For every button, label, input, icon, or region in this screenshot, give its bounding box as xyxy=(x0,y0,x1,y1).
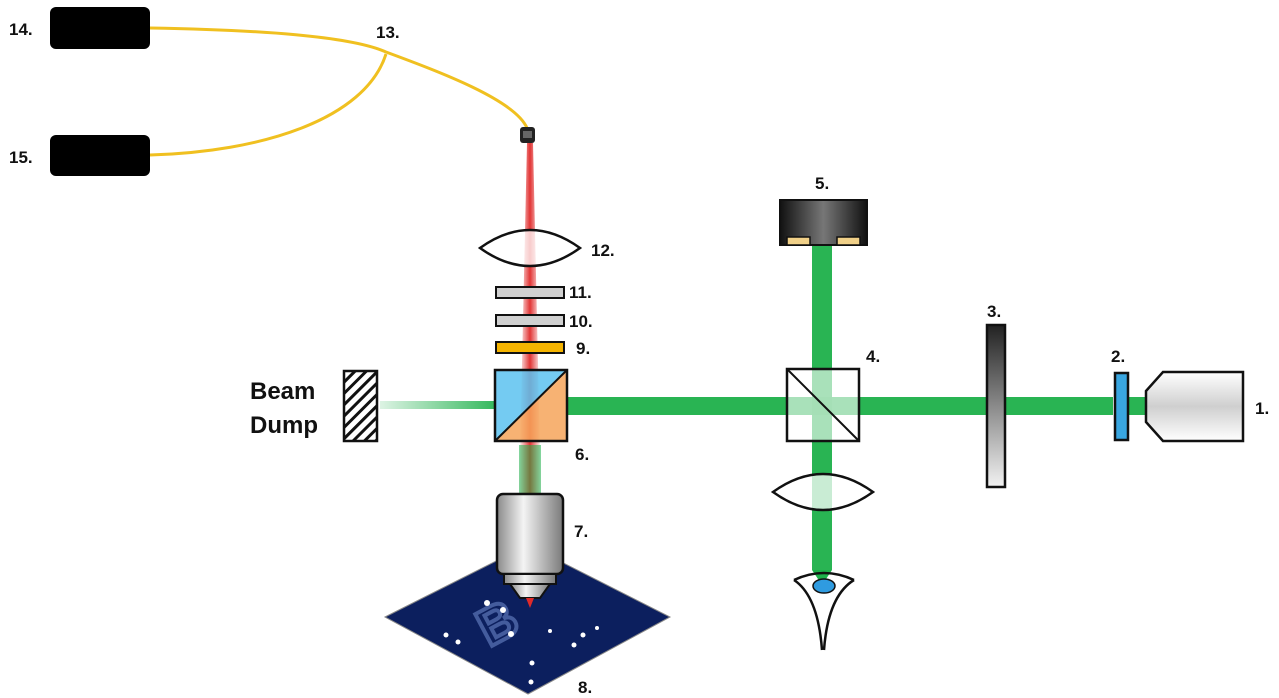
label-6: 6. xyxy=(575,445,589,464)
label-4: 4. xyxy=(866,347,880,366)
fiber-splitter xyxy=(149,26,529,157)
label-15: 15. xyxy=(9,148,33,167)
camera xyxy=(779,199,868,246)
beam-dump-label-line2: Dump xyxy=(250,412,318,439)
beam-dump-label-line1: Beam xyxy=(250,378,315,405)
detector-14 xyxy=(50,7,150,49)
laser xyxy=(1144,370,1245,443)
label-11: 11. xyxy=(569,283,592,302)
beam-dump xyxy=(342,369,379,443)
filter-9 xyxy=(495,341,565,354)
nd-filter xyxy=(985,323,1007,489)
label-8: 8. xyxy=(578,678,592,697)
lens-12 xyxy=(477,228,583,268)
label-9: 9. xyxy=(576,339,590,358)
label-2: 2. xyxy=(1111,347,1125,366)
label-1: 1. xyxy=(1255,399,1269,418)
label-5: 5. xyxy=(815,174,829,193)
label-12: 12. xyxy=(591,241,615,260)
label-3: 3. xyxy=(987,302,1001,321)
objective xyxy=(495,492,565,608)
label-14: 14. xyxy=(9,20,33,39)
label-7: 7. xyxy=(574,522,588,541)
filter-11 xyxy=(495,286,565,299)
eyepiece-lens xyxy=(770,472,876,512)
eye-icon xyxy=(793,571,855,651)
beamsplitter-cube xyxy=(785,367,861,443)
filter-2 xyxy=(1113,371,1130,442)
sample: B xyxy=(383,544,672,695)
filter-10 xyxy=(495,314,565,327)
dichroic-cube xyxy=(493,368,569,443)
label-10: 10. xyxy=(569,312,593,331)
detector-15 xyxy=(50,135,150,176)
label-13: 13. xyxy=(376,23,400,42)
